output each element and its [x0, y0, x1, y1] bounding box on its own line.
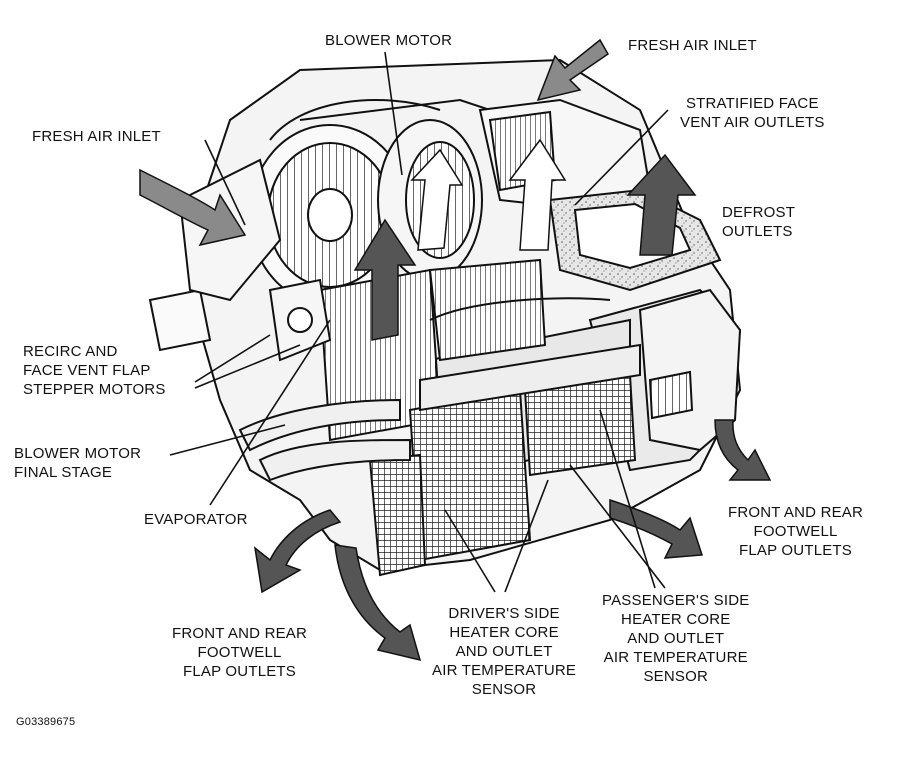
label-fresh-air-inlet-right: FRESH AIR INLET	[628, 37, 757, 54]
leader-drivers-b	[504, 479, 549, 593]
fresh-air-inlet-right-arrow	[536, 38, 609, 102]
footwell-right-arrow-b	[714, 419, 772, 481]
leader-lines	[169, 51, 669, 593]
label-fresh-air-inlet-left: FRESH AIR INLET	[32, 128, 161, 145]
label-drivers-side: DRIVER'S SIDE HEATER CORE AND OUTLET AIR…	[432, 605, 577, 698]
footwell-left-arrow-b	[334, 544, 422, 662]
label-evaporator: EVAPORATOR	[144, 511, 248, 528]
figure-code: G03389675	[16, 716, 76, 728]
label-blower-final-stage: BLOWER MOTOR FINAL STAGE	[14, 445, 142, 481]
leader-drivers	[444, 509, 496, 593]
footwell-right-arrow-a	[609, 498, 704, 559]
leader-passengers-b	[569, 464, 666, 589]
label-passengers-side: PASSENGER'S SIDE HEATER CORE AND OUTLET …	[602, 592, 750, 685]
label-recirc-face-vent: RECIRC AND FACE VENT FLAP STEPPER MOTORS	[23, 343, 166, 398]
face-vent-arrow	[508, 138, 567, 251]
label-footwell-left: FRONT AND REAR FOOTWELL FLAP OUTLETS	[172, 625, 308, 680]
label-blower-motor: BLOWER MOTOR	[325, 32, 453, 49]
fresh-air-inlet-left-arrow	[139, 168, 247, 247]
leader-final-stage	[169, 424, 286, 456]
airflow-arrows	[139, 38, 772, 662]
blower-flow-arrow	[410, 148, 464, 251]
leader-stratified	[574, 109, 669, 206]
top-duct	[478, 98, 652, 212]
label-footwell-right: FRONT AND REAR FOOTWELL FLAP OUTLETS	[728, 504, 864, 559]
heater-cores	[368, 343, 641, 577]
label-defrost-outlets: DEFROST OUTLETS	[722, 204, 796, 240]
leader-fresh-air-left	[204, 139, 246, 226]
leader-passengers-a	[599, 409, 656, 589]
leader-blower-motor	[384, 51, 403, 176]
leader-evaporator	[209, 319, 331, 506]
pipes	[148, 288, 411, 482]
leader-recirc-a	[194, 334, 271, 383]
blower-up-arrow	[353, 218, 417, 341]
footwell-left-arrow-a	[253, 509, 342, 594]
right-duct	[638, 288, 742, 452]
label-stratified-face-vent: STRATIFIED FACE VENT AIR OUTLETS	[680, 95, 825, 131]
defrost-arrow	[626, 153, 697, 256]
leader-recirc-b	[194, 344, 301, 389]
